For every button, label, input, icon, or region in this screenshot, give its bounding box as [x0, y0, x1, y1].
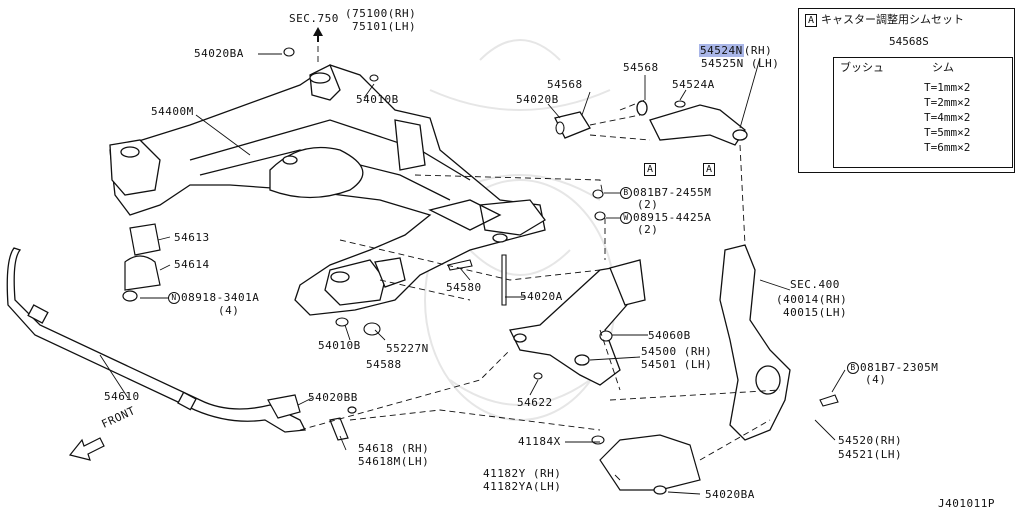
- label-54524n[interactable]: 54524N(RH): [699, 44, 773, 57]
- label-081b7-2455m-text: 081B7-2455M: [633, 186, 712, 199]
- label-08918-text: 08918-3401A: [181, 291, 260, 304]
- label-081b7-2305m-text: 081B7-2305M: [860, 361, 939, 374]
- label-41182ya-lh[interactable]: 41182YA(LH): [483, 480, 562, 493]
- label-54618m-lh[interactable]: 54618M(LH): [358, 455, 430, 468]
- label-54400m[interactable]: 54400M: [151, 105, 194, 118]
- shim-size-4: T=5mm×2: [924, 126, 971, 139]
- circle-b-icon: B: [620, 187, 632, 199]
- leader-lines: [99, 53, 846, 495]
- label-54020b[interactable]: 54020B: [516, 93, 559, 106]
- assembly-dashes: [299, 40, 781, 461]
- lower-control-arm: [509, 259, 646, 386]
- upper-link: [554, 100, 748, 146]
- label-54501-lh[interactable]: 54501 (LH): [641, 358, 713, 371]
- splash-guard: [599, 434, 701, 495]
- label-54500-rh[interactable]: 54500 (RH): [641, 345, 713, 358]
- label-54060b[interactable]: 54060B: [648, 329, 691, 342]
- label-08918-qty: (4): [218, 304, 240, 317]
- shim-kit-ref: A: [805, 14, 817, 27]
- stabilizer-link: [267, 394, 357, 441]
- bush-label: ブッシュ: [840, 61, 884, 74]
- sec750-rh: (75100(RH): [345, 7, 417, 20]
- label-41182y-rh[interactable]: 41182Y (RH): [483, 467, 562, 480]
- front-subframe: [109, 64, 546, 316]
- label-54525n[interactable]: 54525N (LH): [701, 57, 780, 70]
- label-54524a[interactable]: 54524A: [672, 78, 715, 91]
- label-54610[interactable]: 54610: [104, 390, 140, 403]
- shim-size-5: T=6mm×2: [924, 141, 971, 154]
- sec750-title: SEC.750: [289, 12, 339, 25]
- label-54020a[interactable]: 54020A: [520, 290, 563, 303]
- ref-a-right: A: [703, 163, 715, 176]
- label-54010b-top[interactable]: 54010B: [356, 93, 399, 106]
- ref-a-left: A: [644, 163, 656, 176]
- label-54020ba-top[interactable]: 54020BA: [194, 47, 244, 60]
- label-54568-mid[interactable]: 54568: [623, 61, 659, 74]
- label-54521-lh[interactable]: 54521(LH): [838, 448, 903, 461]
- front-arrow: [68, 437, 105, 461]
- circle-w-icon: W: [620, 212, 632, 224]
- label-081b7-2455m-qty: (2): [637, 198, 659, 211]
- stabilizer-bushing: [122, 223, 161, 302]
- shim-kit-panel: A キャスター調整用シムセット 54568S ブッシュ シム T=1mm×2 T…: [798, 8, 1015, 173]
- label-081b7-2305m-qty: (4): [865, 373, 887, 386]
- sec400-lh: 40015(LH): [783, 306, 848, 319]
- label-54618-rh[interactable]: 54618 (RH): [358, 442, 430, 455]
- shim-size-2: T=2mm×2: [924, 96, 971, 109]
- label-54568-left[interactable]: 54568: [547, 78, 583, 91]
- label-54020bb[interactable]: 54020BB: [308, 391, 358, 404]
- shim-size-3: T=4mm×2: [924, 111, 971, 124]
- sec400-rh: (40014(RH): [776, 293, 848, 306]
- label-54020ba-bottom[interactable]: 54020BA: [705, 488, 755, 501]
- label-54622[interactable]: 54622: [517, 396, 553, 409]
- label-08915-text: 08915-4425A: [633, 211, 712, 224]
- label-54588[interactable]: 54588: [366, 358, 402, 371]
- sec750-arrow: [313, 27, 323, 42]
- highlighted-part-54524n: 54524N: [699, 44, 744, 57]
- label-08915-qty: (2): [637, 223, 659, 236]
- circle-b2-icon: B: [847, 362, 859, 374]
- label-54010b-bottom[interactable]: 54010B: [318, 339, 361, 352]
- shim-kit-contents: ブッシュ シム T=1mm×2 T=2mm×2 T=4mm×2 T=5mm×2 …: [833, 57, 1013, 168]
- shim-kit-part-no[interactable]: 54568S: [889, 35, 929, 48]
- label-54613[interactable]: 54613: [174, 231, 210, 244]
- sec750-lh: 75101(LH): [352, 20, 417, 33]
- label-54524n-side: (RH): [743, 44, 773, 57]
- shim-kit-title: キャスター調整用シムセット: [821, 13, 964, 26]
- steering-knuckle: [719, 244, 791, 441]
- label-54580[interactable]: 54580: [446, 281, 482, 294]
- label-54614[interactable]: 54614: [174, 258, 210, 271]
- label-54520-rh[interactable]: 54520(RH): [838, 434, 903, 447]
- label-41184x[interactable]: 41184X: [518, 435, 561, 448]
- drawing-number: J401011P: [938, 497, 995, 510]
- circle-n-icon: N: [168, 292, 180, 304]
- sec400-title: SEC.400: [790, 278, 840, 291]
- shim-size-1: T=1mm×2: [924, 81, 971, 94]
- label-55227n[interactable]: 55227N: [386, 342, 429, 355]
- shim-label: シム: [932, 61, 954, 74]
